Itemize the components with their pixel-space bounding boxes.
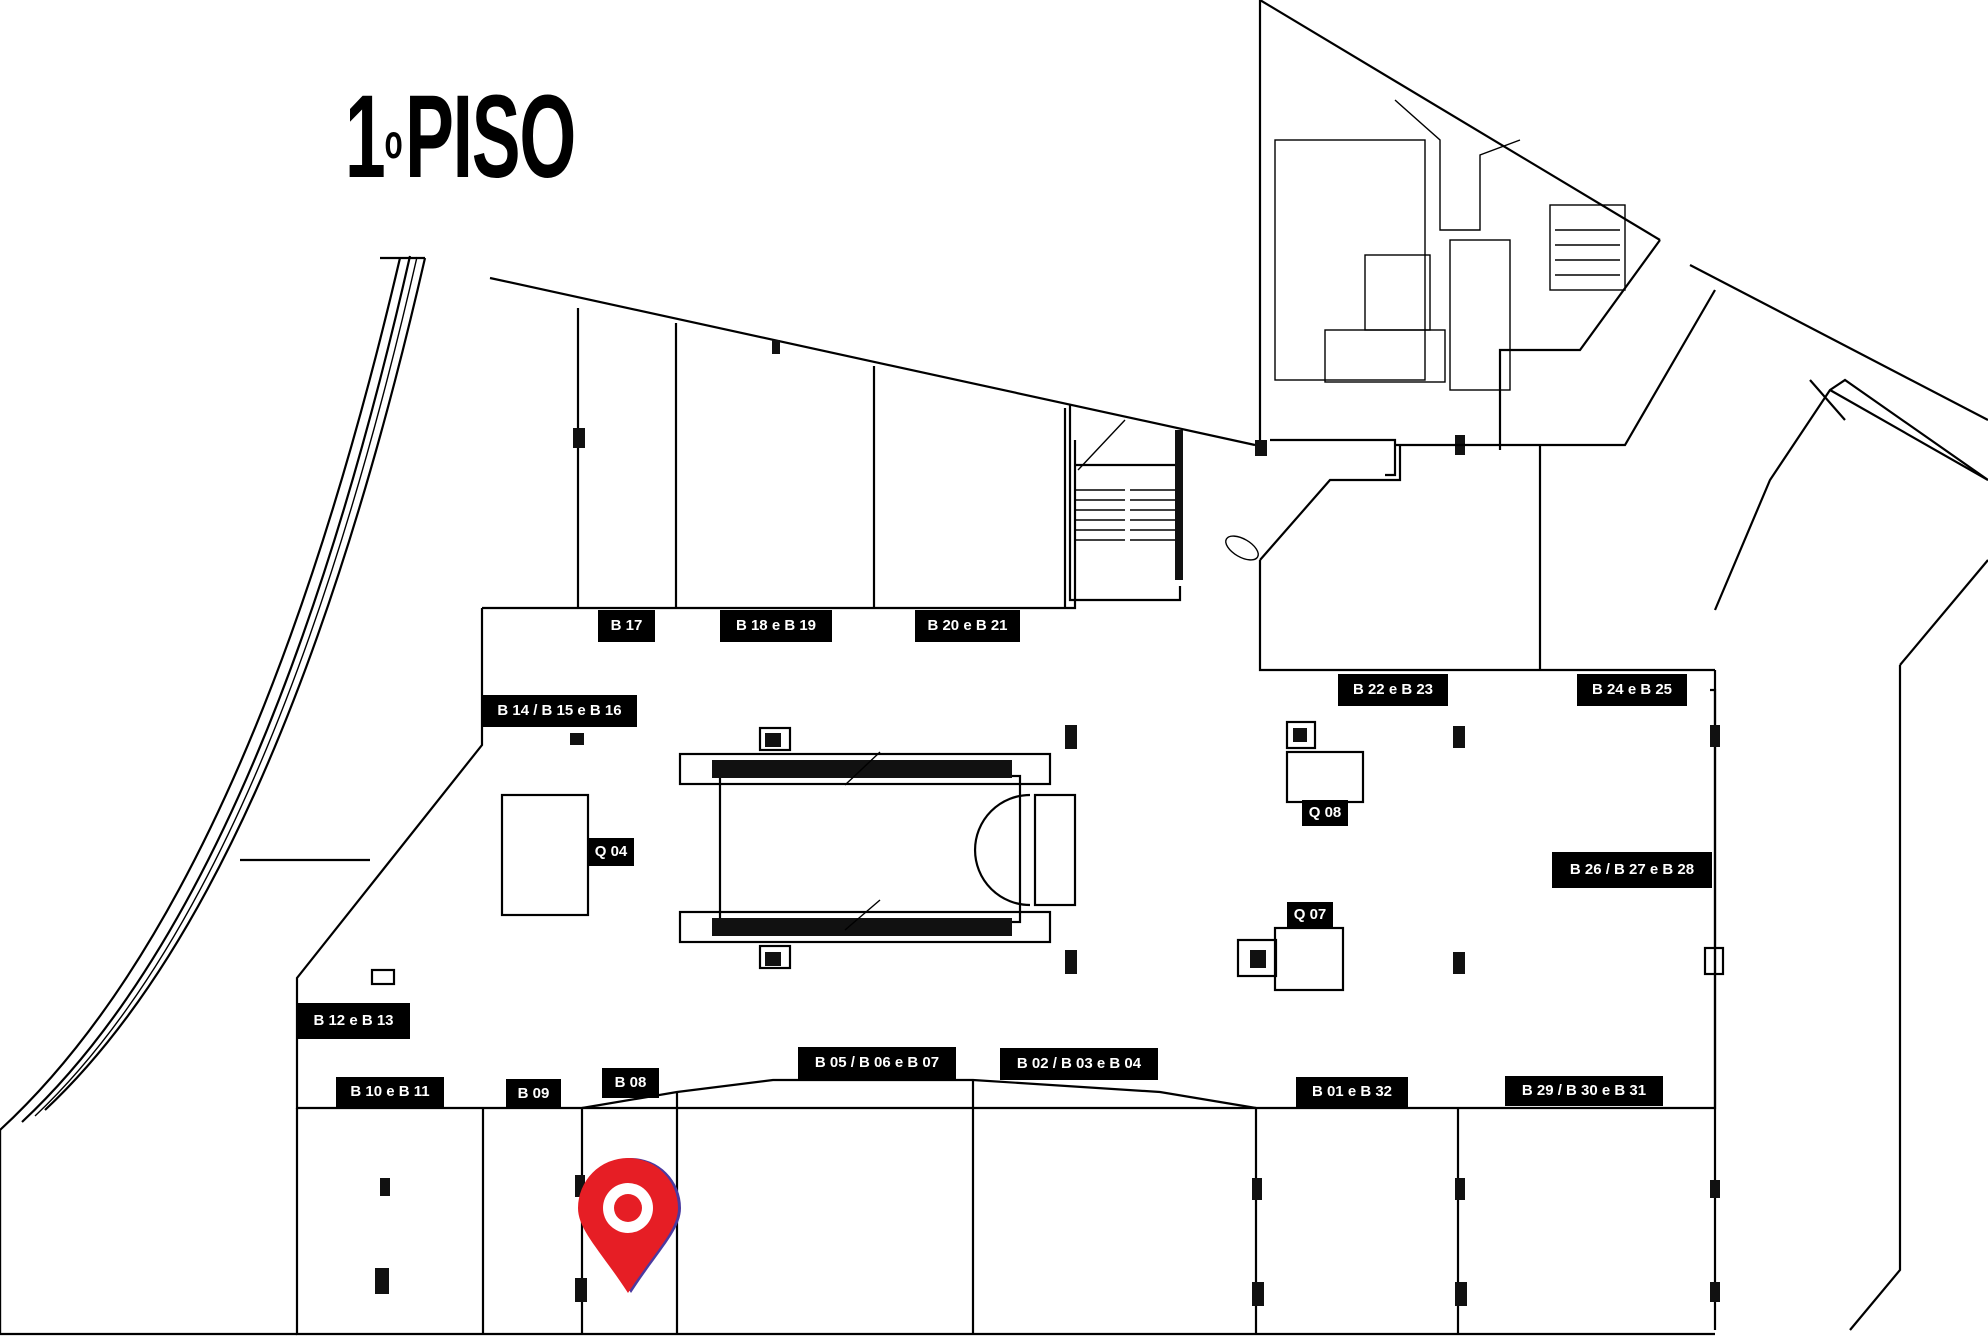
label-b02-b04[interactable]: B 02 / B 03 e B 04 [1000,1048,1158,1080]
kiosks [370,720,1725,992]
staircase [1068,405,1183,602]
upper-shops [489,276,1256,608]
label-b18-b19[interactable]: B 18 e B 19 [720,610,832,642]
label-b09[interactable]: B 09 [506,1079,561,1109]
label-q07[interactable]: Q 07 [1287,902,1333,928]
floor-title: 1oPISO [345,78,576,196]
label-b12-b13[interactable]: B 12 e B 13 [297,1003,410,1039]
curved-facade [0,255,427,1131]
label-b20-b21[interactable]: B 20 e B 21 [915,610,1020,642]
label-q04[interactable]: Q 04 [588,838,634,866]
floor-title-ordinal-mark: o [384,116,402,169]
label-b05-b07[interactable]: B 05 / B 06 e B 07 [798,1047,956,1079]
service-core [1255,0,1661,477]
label-b26-b28[interactable]: B 26 / B 27 e B 28 [1552,852,1712,888]
escalator-atrium [678,725,1077,974]
label-b01-b32[interactable]: B 01 e B 32 [1296,1077,1408,1107]
label-b22-b23[interactable]: B 22 e B 23 [1338,674,1448,706]
label-b08[interactable]: B 08 [602,1068,659,1098]
floor-title-text: PISO [405,71,576,203]
label-b14-b16[interactable]: B 14 / B 15 e B 16 [482,695,637,727]
label-b29-b31[interactable]: B 29 / B 30 e B 31 [1505,1076,1663,1106]
floor-title-number: 1 [345,71,386,203]
label-b10-b11[interactable]: B 10 e B 11 [336,1077,444,1107]
label-b17[interactable]: B 17 [598,610,655,642]
location-pin-icon[interactable] [578,1158,681,1293]
label-b24-b25[interactable]: B 24 e B 25 [1577,674,1687,706]
label-q08[interactable]: Q 08 [1302,800,1348,826]
right-shops [1225,264,1988,1331]
bottom-shops [0,1078,1720,1336]
